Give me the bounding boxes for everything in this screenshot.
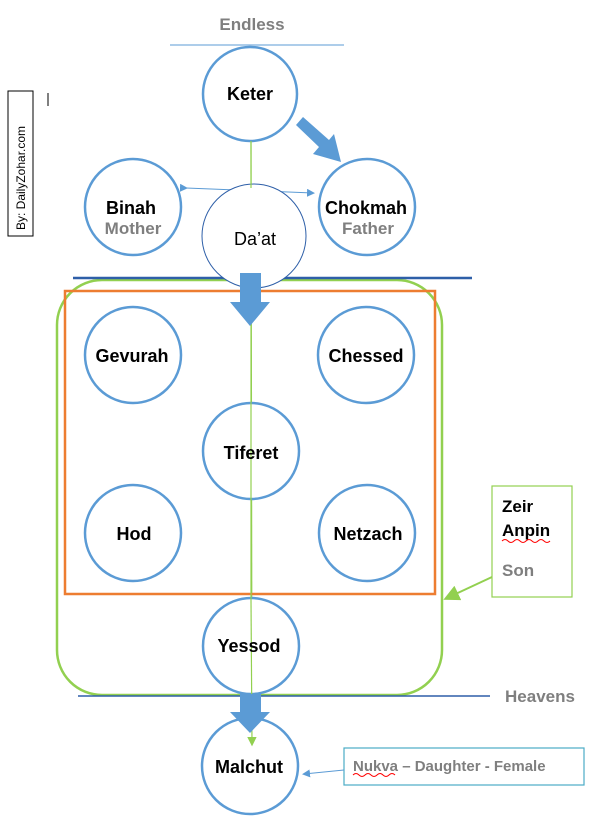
nukva-text: Nukva – Daughter - Female (353, 758, 546, 775)
gevurah-circle (83, 305, 183, 405)
chokmah-sub-label: Father (342, 219, 394, 238)
yessod-down-arrow (230, 694, 270, 733)
nukva-callout: Nukva – Daughter - Female (343, 747, 585, 786)
daat-down-arrow (230, 273, 270, 326)
hod-label: Hod (117, 524, 152, 544)
nukva-word: Nukva (353, 758, 399, 775)
endless-label: Endless (219, 15, 284, 34)
zeir-anpin-pointer (443, 576, 493, 601)
nukva-pointer (302, 769, 345, 778)
zeir-anpin-callout: Zeir Anpin Son (491, 485, 573, 598)
zeir-anpin-line2: Anpin (502, 521, 550, 540)
hod-circle (83, 483, 183, 583)
spellcheck-squiggle (352, 773, 396, 777)
chessed-circle (316, 305, 416, 405)
binah-sub-label: Mother (105, 219, 162, 238)
netzach-label: Netzach (333, 524, 402, 544)
credit-box: By: DailyZohar.com (7, 90, 34, 237)
keter-to-chokmah-arrow (296, 117, 341, 162)
gevurah-label: Gevurah (95, 346, 168, 366)
zeir-anpin-sub: Son (502, 561, 534, 580)
daat-label: Da’at (234, 229, 276, 249)
chokmah-circle (317, 157, 417, 257)
binah-label: Binah (106, 198, 156, 218)
chokmah-label: Chokmah (325, 198, 407, 218)
netzach-circle (317, 483, 417, 583)
chessed-label: Chessed (328, 346, 403, 366)
yessod-label: Yessod (217, 636, 280, 656)
keter-circle (201, 45, 299, 143)
keter-label: Keter (227, 84, 273, 104)
tiferet-label: Tiferet (224, 443, 279, 463)
binah-circle (83, 157, 183, 257)
heavens-label: Heavens (505, 687, 575, 706)
malchut-label: Malchut (215, 757, 283, 777)
zeir-anpin-line1: Zeir (502, 497, 534, 516)
spellcheck-squiggle (501, 539, 551, 543)
nukva-rest: – Daughter - Female (398, 758, 546, 775)
credit-text: By: DailyZohar.com (14, 126, 28, 230)
